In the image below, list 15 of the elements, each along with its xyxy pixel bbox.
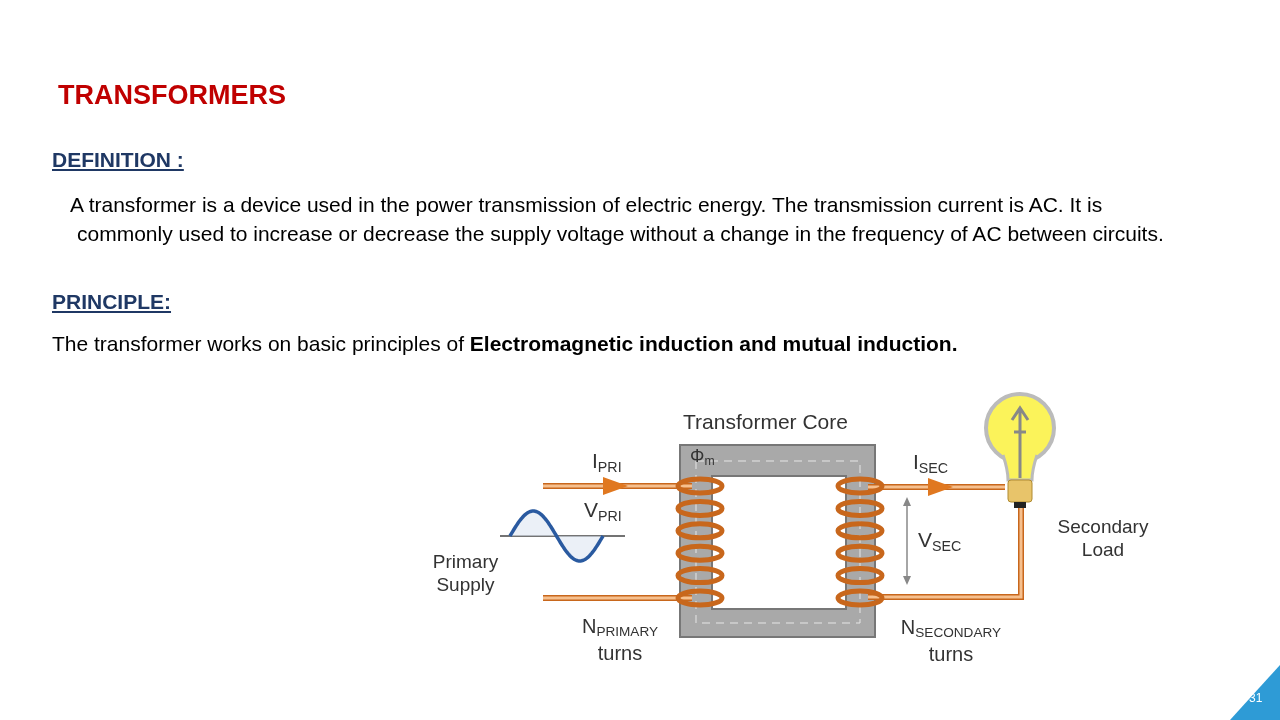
voltage-label: V$_{PRI}$: [584, 498, 622, 524]
supply-label: Primary Supply: [431, 551, 500, 597]
definition-paragraph: A transformer is a device used in the power transmission of electric energy. The transmission current is AC. It is commonly used to increase or decrease the supply voltage without a change in the frequency of AC between circuits.: [70, 192, 1165, 247]
voltage-label: V$_{SEC}$: [918, 528, 962, 554]
flux-label: Φ$_{m}$: [690, 446, 715, 469]
winding-label: N$_{SECONDARY}$ turns: [899, 615, 1003, 666]
current-label: I$_{PRI}$: [592, 449, 622, 475]
slide-title: TRANSFORMERS: [58, 80, 286, 111]
section-heading: DEFINITION :: [52, 148, 184, 172]
current-label: I$_{SEC}$: [913, 450, 949, 476]
section-heading: PRINCIPLE:: [52, 290, 171, 314]
load-label: Secondary Load: [1056, 516, 1150, 562]
winding-label: N$_{PRIMARY}$ turns: [580, 614, 660, 665]
principle-sentence: The transformer works on basic principles of Electromagnetic induction and mutual induction.: [52, 332, 958, 356]
core-label: Transformer Core: [683, 410, 848, 434]
